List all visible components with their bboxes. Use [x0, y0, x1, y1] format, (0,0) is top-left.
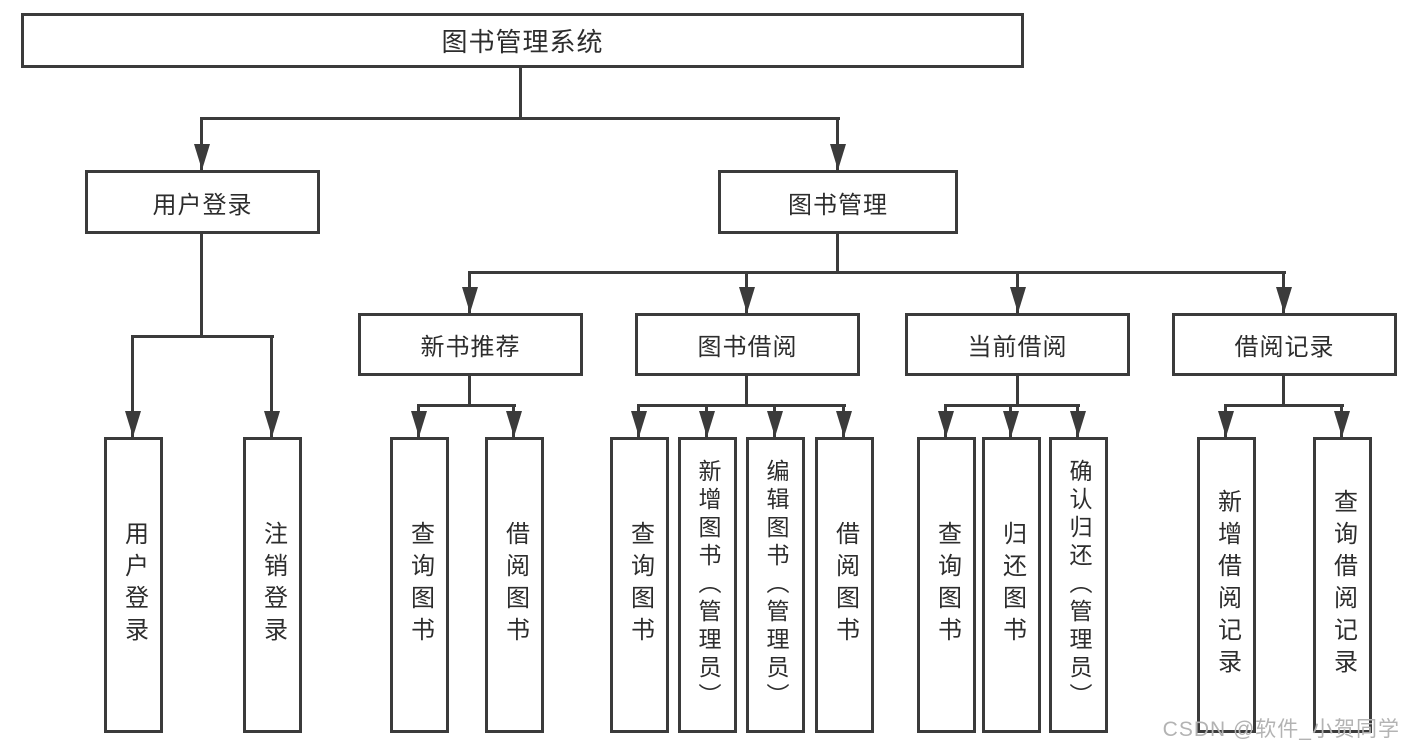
node-current-borrow: 当前借阅 — [905, 313, 1130, 376]
leaf-edit-book-label: 编辑图书（管理员） — [763, 459, 789, 711]
connector-drop-user-login — [200, 117, 203, 170]
arrow-down-icon — [194, 144, 210, 170]
connector-user-login-stem — [200, 234, 203, 337]
leaf-borrow-borrow-book: 借阅图书 — [815, 437, 874, 733]
node-current-borrow-label: 当前借阅 — [967, 334, 1068, 361]
node-book-borrow: 图书借阅 — [635, 313, 860, 376]
leaf-logout-label: 注销登录 — [259, 521, 287, 649]
connector-root-stem — [519, 68, 522, 119]
arrow-down-icon — [1070, 411, 1086, 437]
arrow-down-icon — [1276, 287, 1292, 313]
connector-drop-logout — [270, 335, 273, 437]
leaf-borrow-query-book: 查询图书 — [610, 437, 669, 733]
arrow-down-icon — [836, 411, 852, 437]
leaf-confirm-return: 确认归还（管理员） — [1049, 437, 1108, 733]
arrow-down-icon — [699, 411, 715, 437]
arrow-down-icon — [631, 411, 647, 437]
connector-new-book-rec-stem — [468, 376, 471, 407]
arrow-down-icon — [125, 411, 141, 437]
connector-current-borrow-bar — [944, 404, 1080, 407]
leaf-return-book-label: 归还图书 — [998, 521, 1026, 649]
arrow-down-icon — [1218, 411, 1234, 437]
arrow-down-icon — [1003, 411, 1019, 437]
connector-level1-bar — [200, 117, 840, 120]
csdn-watermark: CSDN @软件_小贺同学 — [1162, 718, 1400, 741]
node-user-login-label: 用户登录 — [152, 191, 253, 219]
node-user-login: 用户登录 — [85, 170, 320, 234]
leaf-confirm-return-label: 确认归还（管理员） — [1066, 459, 1092, 711]
node-book-mgmt-label: 图书管理 — [788, 191, 888, 219]
connector-book-mgmt-stem — [836, 234, 839, 274]
connector-user-login-bar — [131, 335, 274, 338]
leaf-login-label: 用户登录 — [120, 521, 148, 649]
leaf-edit-book: 编辑图书（管理员） — [746, 437, 805, 733]
leaf-add-book-label: 新增图书（管理员） — [695, 459, 721, 711]
arrow-down-icon — [1334, 411, 1350, 437]
leaf-add-book: 新增图书（管理员） — [678, 437, 737, 733]
connector-new-book-rec-bar — [417, 404, 516, 407]
leaf-add-record-label: 新增借阅记录 — [1213, 489, 1241, 681]
connector-borrow-record-bar — [1224, 404, 1344, 407]
connector-borrow-record-stem — [1282, 376, 1285, 407]
leaf-rec-borrow-book: 借阅图书 — [485, 437, 544, 733]
arrow-down-icon — [938, 411, 954, 437]
leaf-borrow-borrow-book-label: 借阅图书 — [831, 521, 859, 649]
arrow-down-icon — [767, 411, 783, 437]
node-book-mgmt: 图书管理 — [718, 170, 958, 234]
node-new-book-rec: 新书推荐 — [358, 313, 583, 376]
leaf-rec-borrow-book-label: 借阅图书 — [501, 521, 529, 649]
arrow-down-icon — [264, 411, 280, 437]
leaf-login: 用户登录 — [104, 437, 163, 733]
arrow-down-icon — [506, 411, 522, 437]
leaf-logout: 注销登录 — [243, 437, 302, 733]
node-new-book-rec-label: 新书推荐 — [420, 334, 521, 361]
connector-level2-bar — [468, 271, 1286, 274]
node-book-borrow-label: 图书借阅 — [697, 334, 798, 361]
leaf-add-record: 新增借阅记录 — [1197, 437, 1256, 733]
arrow-down-icon — [830, 144, 846, 170]
arrow-down-icon — [462, 287, 478, 313]
leaf-borrow-query-book-label: 查询图书 — [626, 521, 654, 649]
node-root-label: 图书管理系统 — [441, 27, 604, 57]
connector-drop-login — [131, 335, 134, 437]
connector-book-borrow-bar — [637, 404, 846, 407]
leaf-rec-query-book: 查询图书 — [390, 437, 449, 733]
connector-current-borrow-stem — [1016, 376, 1019, 407]
leaf-query-record: 查询借阅记录 — [1313, 437, 1372, 733]
arrow-down-icon — [1010, 287, 1026, 313]
node-borrow-record-label: 借阅记录 — [1234, 334, 1335, 361]
connector-book-borrow-stem — [745, 376, 748, 407]
leaf-rec-query-book-label: 查询图书 — [406, 521, 434, 649]
arrow-down-icon — [411, 411, 427, 437]
node-root: 图书管理系统 — [21, 13, 1024, 68]
leaf-current-query-book-label: 查询图书 — [933, 521, 961, 649]
node-borrow-record: 借阅记录 — [1172, 313, 1397, 376]
leaf-query-record-label: 查询借阅记录 — [1329, 489, 1357, 681]
connector-drop-book-mgmt — [836, 117, 839, 170]
leaf-return-book: 归还图书 — [982, 437, 1041, 733]
leaf-current-query-book: 查询图书 — [917, 437, 976, 733]
arrow-down-icon — [739, 287, 755, 313]
